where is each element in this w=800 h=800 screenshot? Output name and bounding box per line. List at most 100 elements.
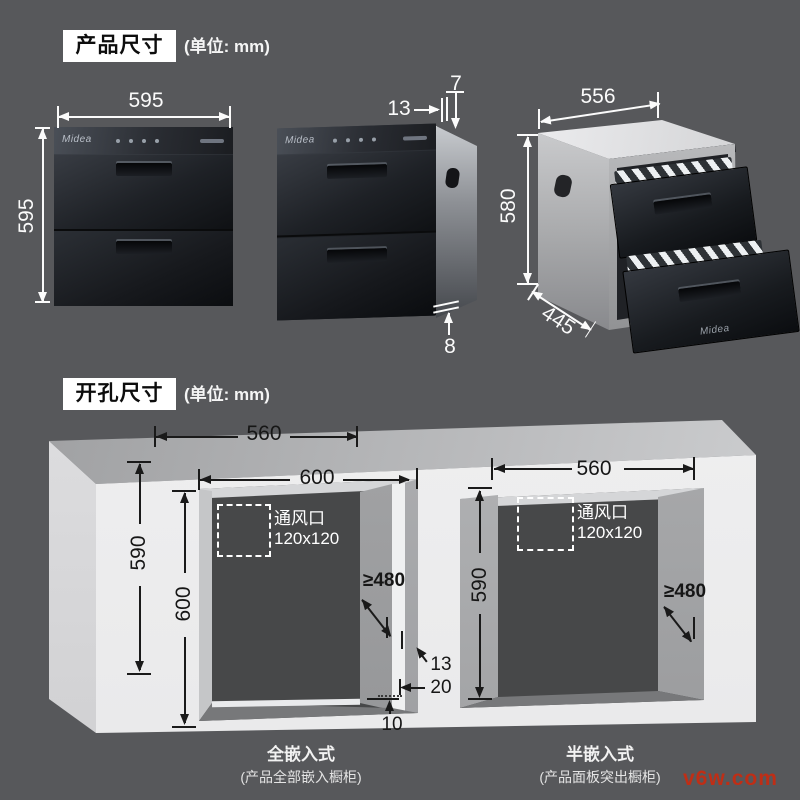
lower-drawer-handle <box>678 281 742 303</box>
dotted-guide <box>378 695 402 697</box>
brand-logo: Midea <box>699 322 731 338</box>
lower-drawer-handle <box>326 248 387 263</box>
dim-600-opening-height: 600 <box>172 586 195 622</box>
appliance-front-view: Midea <box>54 127 233 306</box>
vent-opening-outline <box>217 504 271 557</box>
arrow <box>475 687 484 698</box>
dim-560-top: 560 <box>576 457 612 480</box>
caption-title: 半嵌入式 <box>566 745 634 764</box>
control-icons <box>116 139 120 143</box>
upper-drawer-handle <box>326 164 387 179</box>
dim-line <box>156 436 238 438</box>
control-panel: Midea <box>277 123 436 155</box>
tick <box>154 426 156 447</box>
dim-line <box>139 464 141 524</box>
dim-8-gap: 8 <box>444 335 456 358</box>
arrow <box>135 661 144 672</box>
arrow <box>683 464 694 473</box>
dim-556-width: 556 <box>580 85 616 108</box>
dim-line <box>479 491 481 553</box>
lower-drawer-handle <box>115 241 172 254</box>
dim-13-gap: 13 <box>387 97 411 120</box>
arrow <box>180 714 189 725</box>
unit-label-product: (单位: mm) <box>184 37 270 56</box>
dim-line <box>414 109 438 111</box>
arrow <box>429 105 440 114</box>
arrow <box>347 432 358 441</box>
tick <box>657 92 659 118</box>
dim-line <box>448 313 450 335</box>
vent-label: 通风口 <box>274 509 325 528</box>
vent-size: 120x120 <box>274 529 340 548</box>
tick <box>517 283 538 285</box>
vent-label: 通风口 <box>577 503 628 522</box>
dim-line <box>479 614 481 694</box>
appliance-side-face <box>436 124 477 318</box>
dim-line <box>527 137 529 283</box>
caption-full-embed: 全嵌入式 (产品全部嵌入橱柜) <box>216 740 386 787</box>
dim-line <box>343 479 409 481</box>
tick <box>693 617 695 639</box>
arrow <box>400 683 411 692</box>
appliance-open-view: Midea <box>500 80 800 360</box>
dim-20-edge: 20 <box>430 677 452 698</box>
dim-line <box>184 493 186 573</box>
tick <box>57 106 59 128</box>
arrow <box>451 118 460 129</box>
dim-line <box>494 468 572 470</box>
dim-7-gap: 7 <box>450 72 462 95</box>
dim-600-opening-width: 600 <box>299 466 335 489</box>
side-face <box>436 126 477 318</box>
dim-595-width: 595 <box>128 89 164 112</box>
brand-logo: Midea <box>285 134 315 147</box>
upper-drawer <box>54 155 233 231</box>
vent-size: 120x120 <box>577 523 643 542</box>
tick <box>446 91 464 93</box>
dim-line <box>624 468 694 470</box>
caption-subtitle: (产品面板突出橱柜) <box>539 769 661 785</box>
tick <box>172 490 196 492</box>
tick <box>127 673 151 675</box>
tick <box>468 487 492 489</box>
dim-13-rail: 13 <box>430 654 452 675</box>
arrow <box>38 292 47 303</box>
caption-subtitle: (产品全部嵌入橱柜) <box>240 769 362 785</box>
dim-line <box>58 116 230 118</box>
dim-line <box>184 637 186 723</box>
control-icons <box>333 138 337 143</box>
arrow <box>180 492 189 503</box>
unit-label-cutout: (单位: mm) <box>184 385 270 404</box>
vent-opening-outline <box>517 497 574 551</box>
dim-10-lip: 10 <box>381 714 403 735</box>
dim-min-depth: ≥480 <box>663 581 707 602</box>
arrow <box>523 136 532 147</box>
upper-drawer-handle <box>115 163 172 176</box>
dim-min-depth: ≥480 <box>362 570 406 591</box>
tick <box>35 301 50 303</box>
brand-logo: Midea <box>62 134 92 145</box>
caption-half-embed: 半嵌入式 (产品面板突出橱柜) <box>515 740 685 787</box>
arrow <box>156 432 167 441</box>
dim-590-face-height: 590 <box>127 535 150 571</box>
caption-title: 全嵌入式 <box>267 745 335 764</box>
dim-line <box>455 92 457 126</box>
control-panel: Midea <box>54 127 233 154</box>
lower-drawer <box>277 233 436 321</box>
dim-line <box>290 436 358 438</box>
tick <box>356 426 358 447</box>
dim-line <box>139 586 141 670</box>
tick <box>693 457 695 480</box>
tick <box>172 726 196 728</box>
tick <box>446 97 448 121</box>
panel-text-decoration <box>403 135 427 141</box>
arrow <box>444 312 453 323</box>
arrow <box>494 464 505 473</box>
tick <box>198 469 200 490</box>
upper-drawer-handle <box>652 194 713 215</box>
arrow <box>399 475 410 484</box>
dim-line <box>42 129 44 303</box>
cabinet-left-face <box>538 133 609 330</box>
tick <box>538 109 540 129</box>
